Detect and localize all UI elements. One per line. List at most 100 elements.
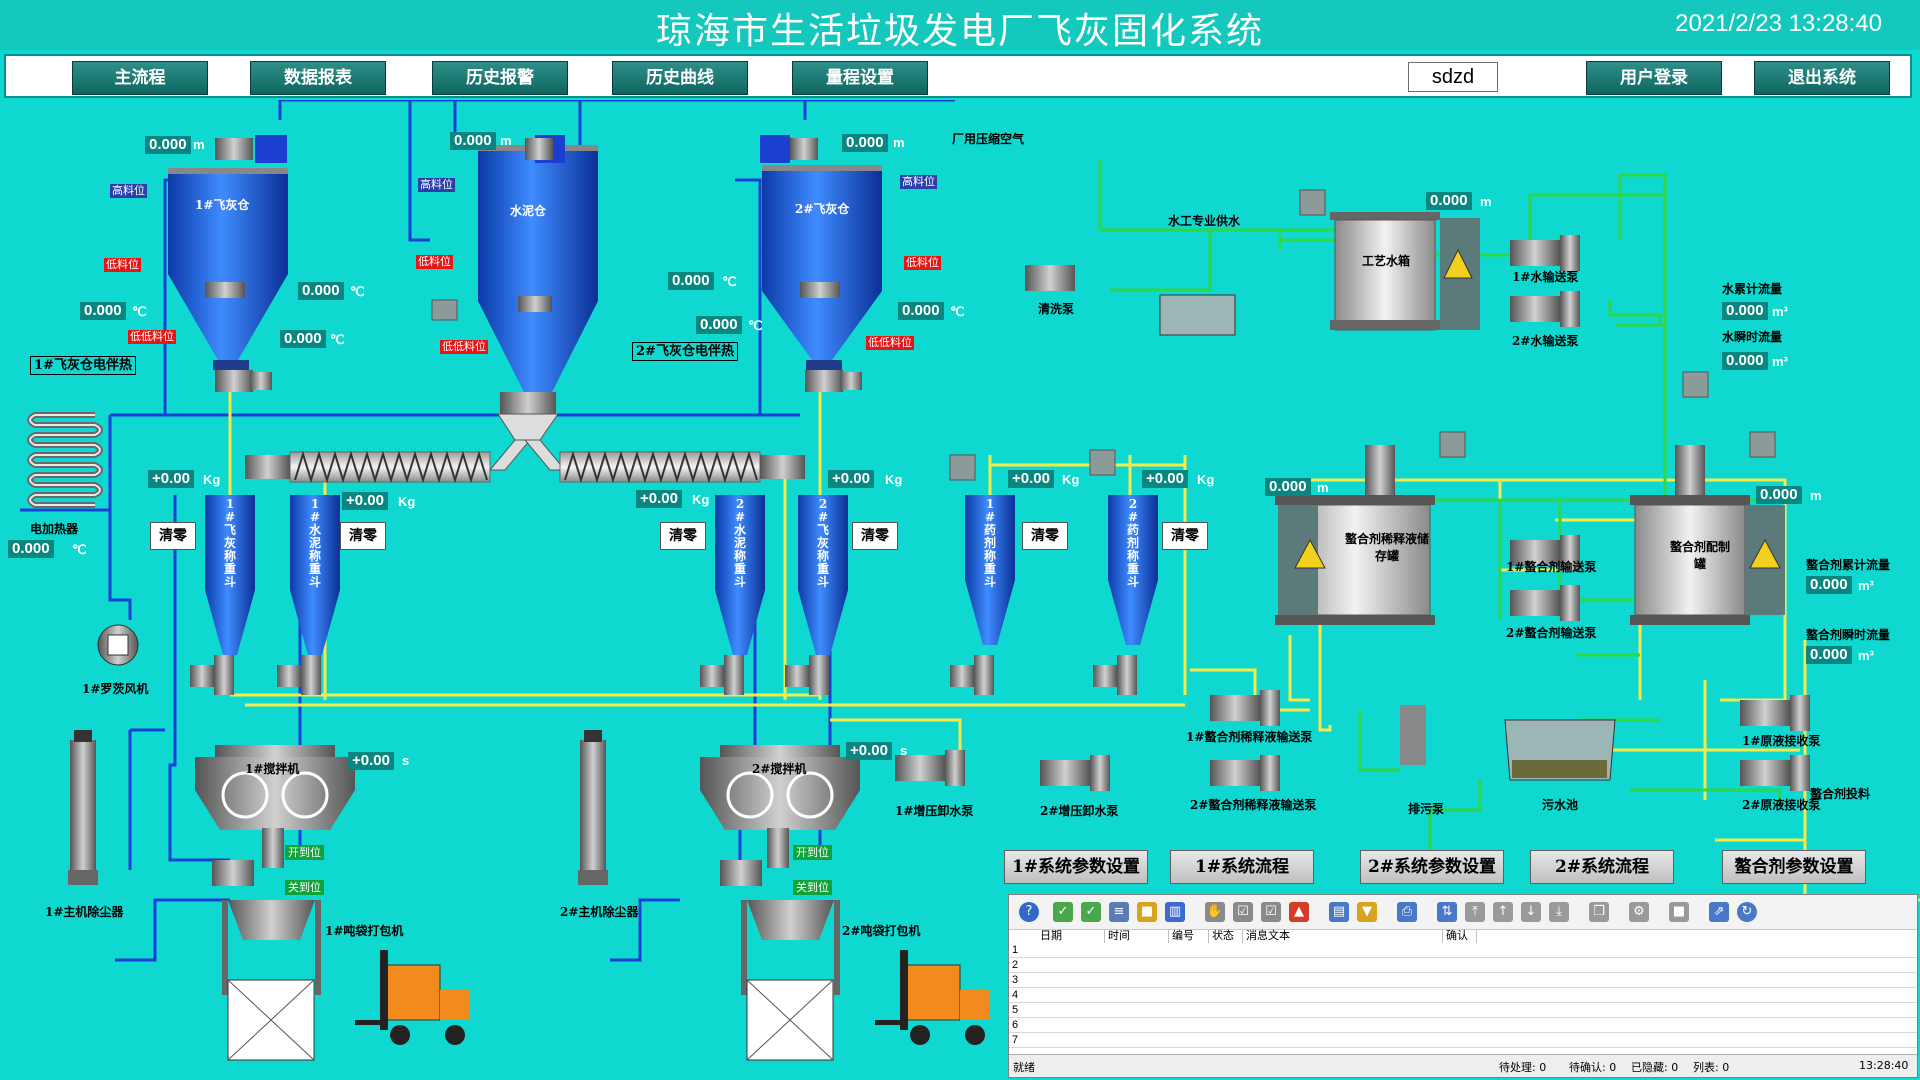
datetime-display: 2021/2/23 13:28:40: [1675, 10, 1882, 37]
ash2-heat-trace-label[interactable]: 2#飞灰仓电伴热: [632, 342, 738, 361]
status-list: 列表: 0: [1693, 1061, 1730, 1074]
ash1-level-unit: m: [193, 137, 205, 152]
forklift-2-icon: [875, 950, 990, 1045]
hand-icon[interactable]: ✋: [1205, 902, 1225, 922]
silo-ash-2: [762, 165, 882, 370]
lock-icon[interactable]: ■: [1137, 902, 1157, 922]
copy-icon[interactable]: ❐: [1589, 902, 1609, 922]
process-diagram: [20, 100, 1920, 1061]
print-icon[interactable]: ⎙: [1397, 902, 1417, 922]
col-state[interactable]: 状态: [1209, 929, 1243, 943]
col-date[interactable]: 日期: [1037, 929, 1105, 943]
nav-bar: 主流程 数据报表 历史报警 历史曲线 量程设置 sdzd 用户登录 退出系统: [4, 54, 1912, 98]
hopper4-zero-button[interactable]: 清零: [852, 522, 898, 550]
filter-icon[interactable]: ▼: [1357, 902, 1377, 922]
settings-icon[interactable]: ⚙: [1629, 902, 1649, 922]
col-message[interactable]: 消息文本: [1243, 929, 1443, 943]
sys2-param-button[interactable]: 2#系统参数设置: [1360, 850, 1504, 884]
sort-icon[interactable]: ⇅: [1437, 902, 1457, 922]
alarm-view: ? ✓ ✓ ≡ ■ ▥ ✋ ☑ ☑ ▲ ▤ ▼ ⎙ ⇅ ⤒ ↑ ↓ ⤓ ❐ ⚙ …: [1008, 894, 1918, 1078]
dust1-name: 1#主机除尘器: [45, 905, 124, 919]
row-num: 3: [1012, 974, 1019, 986]
sys1-param-button[interactable]: 1#系统参数设置: [1004, 850, 1148, 884]
sys2-flow-button[interactable]: 2#系统流程: [1530, 850, 1674, 884]
col-id[interactable]: 编号: [1169, 929, 1209, 943]
help-icon[interactable]: ?: [1019, 902, 1039, 922]
col-ack[interactable]: 确认状: [1443, 929, 1477, 956]
hopper2-unit: Kg: [398, 494, 416, 509]
ack-icon[interactable]: ✓: [1053, 902, 1073, 922]
ash1-low-level-tag: 低料位: [104, 258, 141, 272]
hopper5-name: 1#药剂称重斗: [983, 497, 996, 589]
hopper1-value: +0.00: [148, 470, 194, 488]
hopper2-name: 1#水泥称重斗: [308, 497, 321, 589]
col-time[interactable]: 时间: [1105, 929, 1169, 943]
hopper5-zero-button[interactable]: 清零: [1022, 522, 1068, 550]
chelate-prep-tank: [1630, 445, 1785, 625]
nav-history-alarm-button[interactable]: 历史报警: [432, 61, 568, 95]
clean-pump-label: 清洗泵: [1038, 302, 1075, 316]
water-total-flow-unit: m³: [1772, 304, 1788, 319]
last-icon[interactable]: ⤓: [1549, 902, 1569, 922]
chart-icon[interactable]: ▥: [1165, 902, 1185, 922]
chelate-inst-flow-label: 螯合剂瞬时流量: [1806, 628, 1891, 642]
check-list-icon[interactable]: ☑: [1233, 902, 1253, 922]
horn-icon[interactable]: ▲: [1289, 902, 1309, 922]
hopper2-zero-button[interactable]: 清零: [340, 522, 386, 550]
refresh-icon[interactable]: ↻: [1737, 902, 1757, 922]
pumps-group: [895, 235, 1810, 791]
ack-all-icon[interactable]: ✓: [1081, 902, 1101, 922]
packer2-name: 2#吨袋打包机: [842, 924, 921, 938]
exit-system-button[interactable]: 退出系统: [1754, 61, 1890, 95]
dilute-tank-level: 0.000: [1265, 478, 1311, 496]
hopper3-zero-button[interactable]: 清零: [660, 522, 706, 550]
title-bar: [0, 0, 1920, 50]
water-tank-level-unit: m: [1480, 194, 1492, 209]
chelate-param-button[interactable]: 螯合剂参数设置: [1722, 850, 1866, 884]
mixer1-time-value: +0.00: [348, 752, 394, 770]
hopper6-zero-button[interactable]: 清零: [1162, 522, 1208, 550]
nav-history-curve-button[interactable]: 历史曲线: [612, 61, 748, 95]
ash2-high-level-tag: 高料位: [900, 175, 937, 189]
hp-pump2-label: 2#增压卸水泵: [1040, 804, 1119, 818]
hopper3-value: +0.00: [636, 490, 682, 508]
report-icon[interactable]: ▤: [1329, 902, 1349, 922]
mixer2-name: 2#搅拌机: [752, 762, 807, 776]
row-num: 5: [1012, 1004, 1019, 1016]
process-water-tank: [1330, 212, 1480, 331]
silo-top-fans: [215, 135, 818, 163]
nav-data-report-button[interactable]: 数据报表: [250, 61, 386, 95]
export-icon[interactable]: ⇗: [1709, 902, 1729, 922]
hopper5-value: +0.00: [1008, 470, 1054, 488]
ash2-temp3-unit: ℃: [748, 318, 763, 333]
hopper6-unit: Kg: [1197, 472, 1215, 487]
lock2-icon[interactable]: ■: [1669, 902, 1689, 922]
status-hidden: 已隐藏: 0: [1631, 1061, 1679, 1074]
nav-range-setting-button[interactable]: 量程设置: [792, 61, 928, 95]
cement-level-value: 0.000: [450, 132, 496, 150]
drain-pump-label: 排污泵: [1408, 802, 1445, 816]
alarm-toolbar: ? ✓ ✓ ≡ ■ ▥ ✋ ☑ ☑ ▲ ▤ ▼ ⎙ ⇅ ⤒ ↑ ↓ ⤓ ❐ ⚙ …: [1009, 895, 1917, 930]
prev-icon[interactable]: ↑: [1493, 902, 1513, 922]
user-login-button[interactable]: 用户登录: [1586, 61, 1722, 95]
weigh-hoppers: [205, 495, 1158, 655]
cement-high-level-tag: 高料位: [418, 178, 455, 192]
cement-low-level-tag: 低料位: [416, 255, 453, 269]
nav-main-flow-button[interactable]: 主流程: [72, 61, 208, 95]
hopper1-zero-button[interactable]: 清零: [150, 522, 196, 550]
chelate-inst-flow-value: 0.000: [1806, 646, 1852, 664]
first-icon[interactable]: ⤒: [1465, 902, 1485, 922]
sys1-flow-button[interactable]: 1#系统流程: [1170, 850, 1314, 884]
mixer1-time-unit: s: [402, 753, 410, 768]
cement-silo-name: 水泥仓: [510, 204, 547, 218]
next-icon[interactable]: ↓: [1521, 902, 1541, 922]
ash1-heat-trace-label[interactable]: 1#飞灰仓电伴热: [30, 356, 136, 375]
chelate-total-flow-value: 0.000: [1806, 576, 1852, 594]
check-all-icon[interactable]: ☑: [1261, 902, 1281, 922]
actuator-boxes: [431, 189, 1776, 481]
dilute-pump1-label: 1#螯合剂稀释液输送泵: [1186, 730, 1313, 744]
silo-ash-1: [168, 168, 288, 370]
water-tank-name: 工艺水箱: [1362, 254, 1411, 268]
list-icon[interactable]: ≡: [1109, 902, 1129, 922]
dust2-name: 2#主机除尘器: [560, 905, 639, 919]
